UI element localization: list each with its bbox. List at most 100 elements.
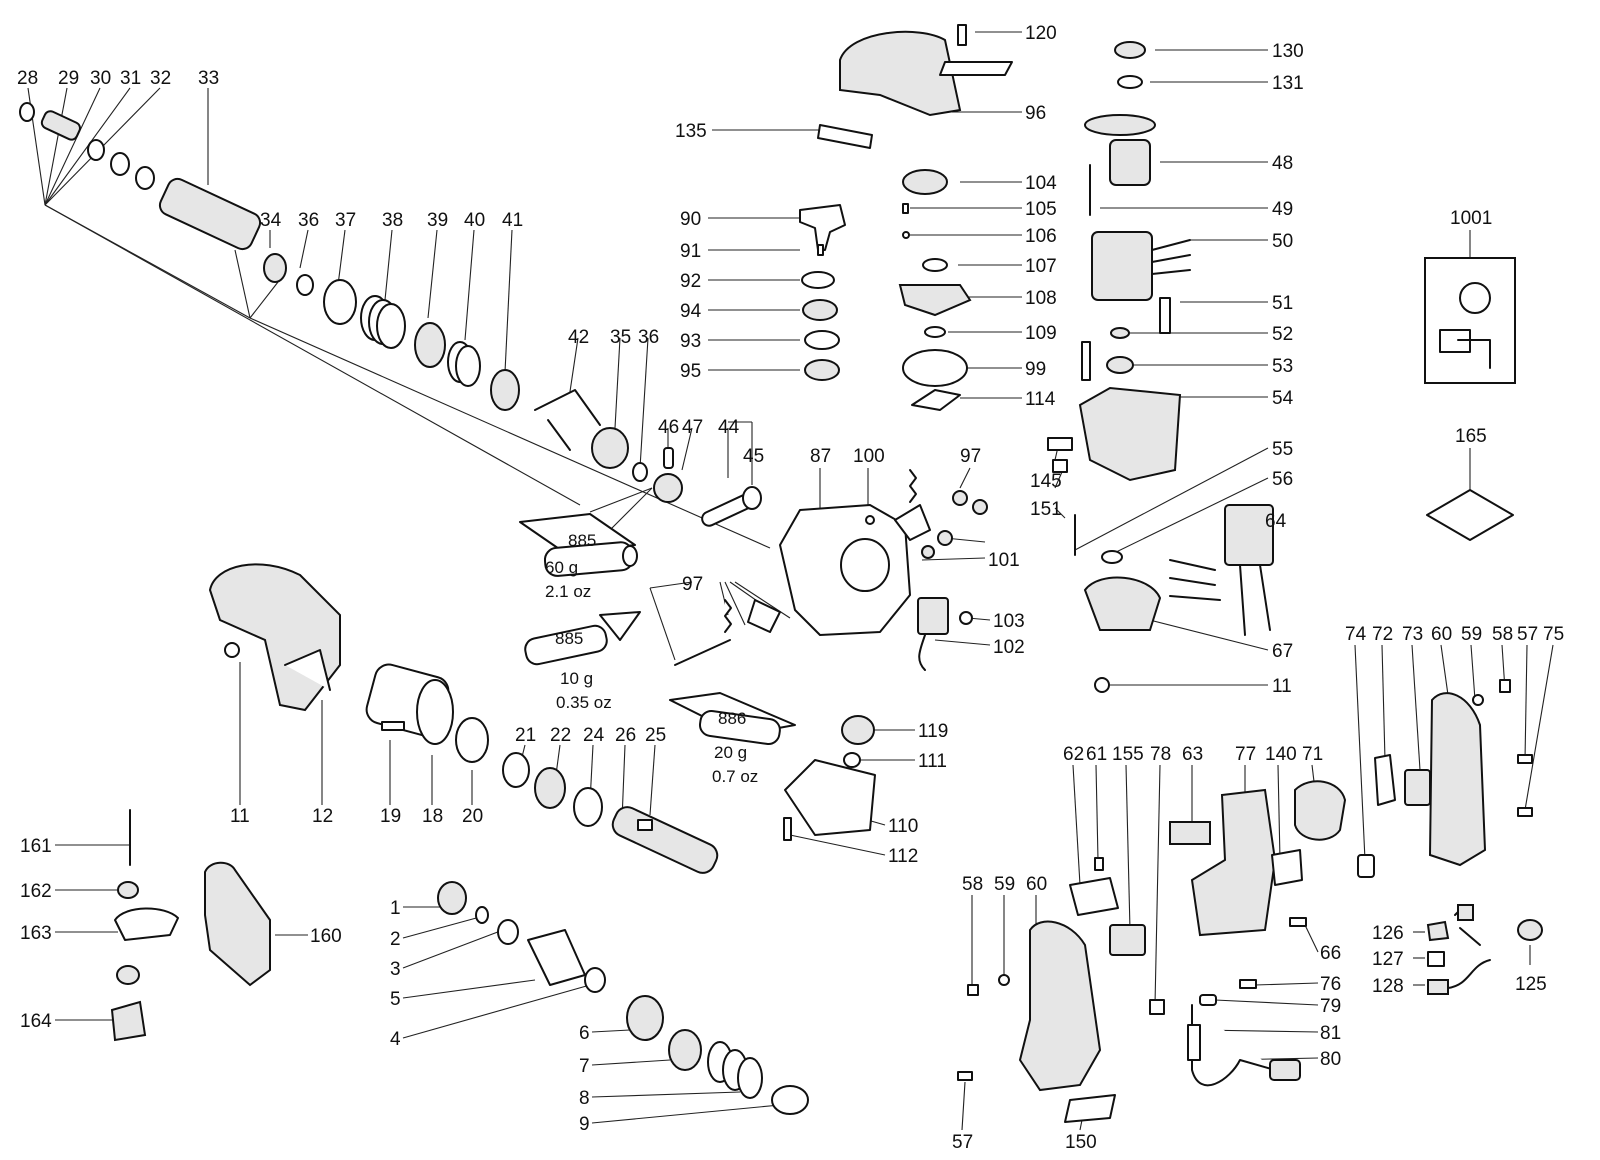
tool-holder-33 [158, 177, 262, 251]
callout-label: 163 [20, 923, 52, 944]
callout-label: 12 [312, 806, 333, 827]
callout-label: 59 [1461, 624, 1482, 645]
callout-label: 57 [1517, 624, 1538, 645]
callout-label: 101 [988, 550, 1020, 571]
label-145 [1047, 437, 1073, 451]
label-151 [1052, 459, 1068, 473]
stator-50 [1091, 231, 1153, 301]
callout-label: 19 [380, 806, 401, 827]
bearing-94 [802, 299, 838, 321]
callout-label: 39 [427, 210, 448, 231]
grease-tube-labels: 885 60 g 2.1 oz 885 10 g 0.35 oz 886 20 … [545, 531, 758, 786]
motor-housing-54 [1078, 386, 1182, 482]
connector-78 [1149, 999, 1165, 1015]
o-ring-20 [455, 717, 489, 763]
callout-label: 106 [1025, 226, 1057, 247]
callout-label: 63 [1182, 744, 1203, 765]
tube-code: 886 [718, 709, 746, 728]
bearing-130 [1114, 41, 1146, 59]
washer-3 [497, 919, 519, 945]
rod-97 [674, 639, 731, 666]
callout-label: 20 [462, 806, 483, 827]
tube-imperial: 0.7 oz [712, 767, 758, 786]
callout-label: 111 [918, 751, 947, 772]
washer-163 [116, 965, 140, 985]
sleeve-6 [626, 995, 664, 1041]
tube-imperial: 0.35 oz [556, 693, 612, 712]
screw-57b [957, 1071, 973, 1081]
pin-91 [817, 244, 824, 256]
callout-label: 60 [1431, 624, 1452, 645]
callout-label: 165 [1455, 426, 1487, 447]
callout-label: 31 [120, 68, 141, 89]
part-drawings [19, 24, 1543, 1123]
callout-label: 104 [1025, 173, 1057, 194]
handle-half-60b [1018, 920, 1102, 1092]
ring-31 [110, 152, 130, 176]
switch-126 [1457, 904, 1474, 921]
electronics-64 [1224, 504, 1274, 566]
handle-half-60 [1428, 692, 1487, 867]
spring-40 [447, 341, 481, 387]
callout-label: 9 [579, 1114, 590, 1135]
spring-clip-42 [534, 389, 601, 451]
callout-label: 80 [1320, 1049, 1341, 1070]
ring-109 [924, 326, 946, 338]
ring-32 [135, 166, 155, 190]
callout-label: 61 [1086, 744, 1107, 765]
nut-97b [972, 499, 988, 515]
housing-ribs [284, 649, 331, 691]
callout-label: 78 [1150, 744, 1171, 765]
tube-code: 885 [568, 531, 596, 550]
callout-label: 130 [1272, 41, 1304, 62]
callout-label: 109 [1025, 323, 1057, 344]
callout-label: 110 [888, 816, 918, 837]
callout-label: 29 [58, 68, 79, 89]
tube-imperial: 2.1 oz [545, 582, 591, 601]
callout-label: 30 [90, 68, 111, 89]
nut-162 [117, 881, 139, 899]
callout-label: 40 [464, 210, 485, 231]
plug-80 [1269, 1059, 1301, 1081]
grease-tube-885-large [519, 513, 638, 577]
callout-label: 55 [1272, 439, 1293, 460]
capacitor-74 [1357, 854, 1375, 878]
cable-80 [1191, 1004, 1276, 1087]
knob-125 [1517, 919, 1543, 941]
callout-labels: 28 29 30 31 32 33 34 36 37 38 39 40 41 4… [17, 23, 1564, 1153]
callout-label: 71 [1302, 744, 1323, 765]
washer-9 [771, 1085, 809, 1115]
brush-plate-67 [1083, 576, 1162, 631]
wiring-64 [1169, 559, 1271, 636]
motor-cover-96 [839, 30, 962, 117]
label-140 [1271, 849, 1303, 886]
callout-label: 49 [1272, 199, 1293, 220]
spring-97-lower [724, 599, 732, 633]
armature-48 [1109, 139, 1151, 186]
callout-label: 58 [1492, 624, 1513, 645]
info-box-1001 [1424, 257, 1516, 384]
ring-24 [573, 787, 603, 827]
callout-label: 42 [568, 327, 589, 348]
cylinder-26 [611, 806, 719, 874]
label-135 [817, 124, 873, 149]
label-150 [1064, 1094, 1116, 1123]
trigger-72 [1374, 754, 1396, 806]
side-handle-160 [204, 861, 271, 987]
callout-label: 127 [1372, 949, 1404, 970]
gear-cover-110 [784, 759, 876, 836]
ball-106 [902, 231, 910, 239]
callout-label: 11 [230, 806, 250, 827]
circlip-92 [801, 271, 835, 289]
catch-97 [747, 599, 781, 633]
switch-102 [917, 597, 949, 635]
screw-59 [1472, 694, 1484, 706]
callout-label: 2 [390, 929, 401, 950]
callout-label: 107 [1025, 256, 1057, 277]
bracket-62 [1069, 877, 1119, 916]
callout-label: 119 [918, 721, 948, 742]
plate-108 [898, 284, 972, 317]
callout-label: 164 [20, 1011, 52, 1032]
callout-label: 54 [1272, 388, 1294, 409]
callout-label: 53 [1272, 356, 1293, 377]
